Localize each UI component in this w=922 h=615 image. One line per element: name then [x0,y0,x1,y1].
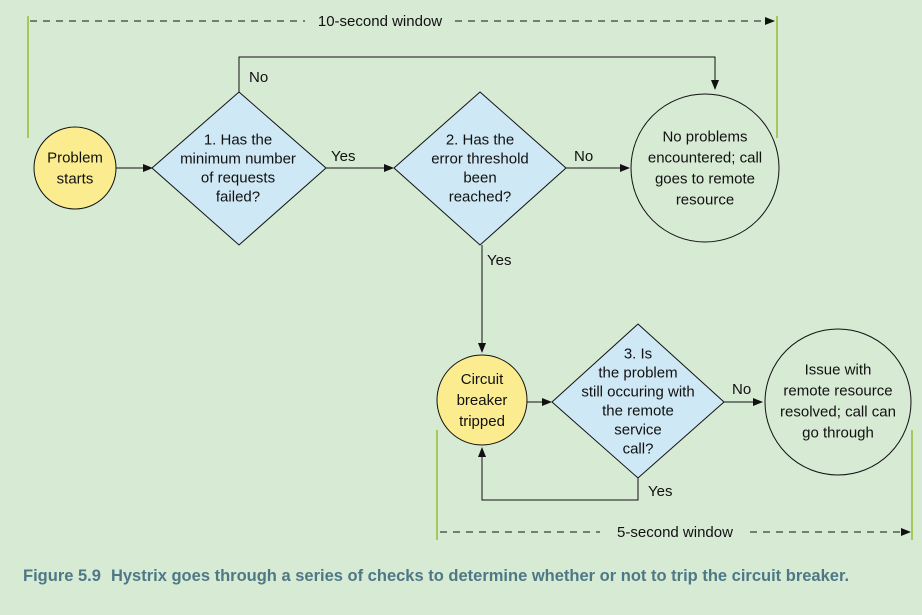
edge-label-d1-yes: Yes [331,148,355,165]
node-label-line: reached? [449,189,512,206]
node-label-line: Issue with [805,362,872,379]
edge-label-d3-yes: Yes [648,483,672,500]
edge-label-d2-no: No [574,148,593,165]
no-problems-node [630,93,780,243]
figure-caption-text: Hystrix goes through a series of checks … [110,567,850,585]
decision-1-label: 1. Has the minimum number of requests faile… [180,132,296,206]
node-label-line: 2. Has the [446,132,514,149]
node-label-line: resolved; call can [780,404,896,421]
node-label-line: minimum number [180,151,296,168]
node-label-line: 1. Has the [204,132,272,149]
node-label-line: Circuit [461,371,504,388]
problem-starts-node [33,126,117,210]
node-label-line: failed? [216,189,260,206]
node-label-line: of requests [201,170,275,187]
node-label-line: resource [676,192,734,209]
circuit-tripped-label: Circuit breaker tripped [457,371,508,430]
node-label-line: No problems [662,129,747,146]
figure-caption-label: Figure 5.9 [23,567,101,585]
node-label-line: breaker [457,392,508,409]
five-second-window: 5-second window [436,430,913,541]
decision-3-label: 3. Is the problem still occuring with the r… [581,346,694,458]
node-label-line: remote resource [783,383,892,400]
issue-resolved-label: Issue with remote resource resolved; call … [780,362,896,442]
edge-label-d2-yes: Yes [487,252,511,269]
node-label-line: tripped [459,413,505,430]
figure-caption: Figure 5.9 Hystrix goes through a series … [23,565,903,588]
node-label-line: starts [57,171,94,188]
node-label-line: go through [802,425,874,442]
node-label-line: goes to remote [655,171,755,188]
edge-d1-no [238,56,719,92]
five-second-window-label: 5-second window [617,524,733,541]
circuit-tripped-node [436,354,528,446]
node-label-line: still occuring with [581,384,694,401]
flowchart: 10-second window 5-second window No Yes … [27,13,913,541]
decision-2-node [393,91,567,246]
ten-second-window: 10-second window [27,13,778,138]
node-label-line: Problem [47,150,103,167]
edge-d3-yes [478,447,639,501]
edge-label-d3-no: No [732,381,751,398]
connectors [116,56,763,501]
node-label-line: call? [623,441,654,458]
node-label-line: the problem [598,365,677,382]
node-label-line: error threshold [431,151,529,168]
decision-1-node [151,91,327,246]
node-label-line: service [614,422,662,439]
issue-resolved-node [764,328,912,476]
node-label-line: the remote [602,403,674,420]
decision-2-label: 2. Has the error threshold been reached? [431,132,529,206]
decision-3-node [551,323,725,479]
problem-starts-label: Problem starts [47,150,103,188]
no-problems-label: No problems encountered; call goes to remo… [648,129,762,209]
node-label-line: been [463,170,496,187]
node-label-line: 3. Is [624,346,652,363]
node-label-line: encountered; call [648,150,762,167]
ten-second-window-label: 10-second window [318,13,442,30]
edge-label-d1-no: No [249,69,268,86]
